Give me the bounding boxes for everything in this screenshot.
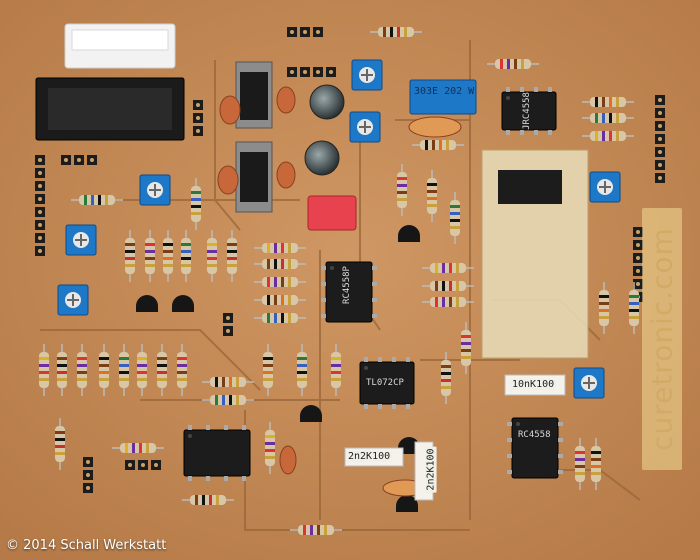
trimmer-label: 303E 202 W — [414, 86, 475, 97]
dip-chip — [507, 417, 563, 479]
trimmer-pot — [139, 174, 171, 206]
resistor — [125, 230, 135, 282]
resistor — [397, 164, 407, 216]
trimmer-pot — [589, 171, 621, 203]
black-box-header — [35, 77, 185, 141]
resistor — [145, 230, 155, 282]
dip-chip — [359, 357, 415, 409]
resistor — [112, 443, 164, 453]
pin-header — [287, 27, 323, 37]
resistor — [177, 344, 187, 396]
chip-label-4: RC4558 — [518, 430, 551, 440]
resistor — [487, 59, 539, 69]
pin-header — [193, 100, 203, 136]
to92-transistor — [136, 295, 158, 312]
to92-transistor — [398, 225, 420, 242]
chip-label-3: TL072CP — [366, 378, 404, 388]
daughter-board — [481, 149, 589, 359]
resistor — [202, 395, 254, 405]
resistor — [191, 178, 201, 230]
cap-label-2: 2n2K100 — [346, 451, 393, 462]
resistor — [582, 97, 634, 107]
ic-chips — [183, 87, 563, 481]
to92-transistor — [396, 495, 418, 512]
resistor — [575, 438, 585, 490]
resistor — [254, 277, 306, 287]
resistor — [254, 259, 306, 269]
voltage-regulators — [235, 61, 273, 213]
resistor — [370, 27, 422, 37]
board-logo-panel: curetronic.com — [642, 208, 682, 470]
resistor — [77, 344, 87, 396]
resistor — [227, 230, 237, 282]
board-logo-text: curetronic.com — [645, 227, 679, 451]
trimmer-pot — [573, 367, 605, 399]
chip-label-1: JRC4558 — [521, 92, 532, 130]
chip-label-2: RC4558P — [341, 266, 352, 304]
resistor — [591, 438, 601, 490]
resistor — [450, 192, 460, 244]
pin-header — [655, 95, 665, 183]
resistor — [163, 230, 173, 282]
trimmer-pot — [65, 224, 97, 256]
multiturn-trimmer — [409, 79, 477, 115]
resistor — [263, 344, 273, 396]
resistor — [265, 422, 275, 474]
dip-chip — [183, 425, 251, 481]
white-header-connector — [64, 23, 176, 69]
trimmer-potentiometers — [57, 59, 621, 399]
trimmer-pot — [351, 59, 383, 91]
resistor — [629, 282, 639, 334]
resistor — [599, 282, 609, 334]
pin-header — [287, 67, 336, 77]
resistor — [422, 281, 474, 291]
resistor — [119, 344, 129, 396]
resistor — [254, 243, 306, 253]
dip-chip — [321, 261, 377, 323]
to92-transistor — [300, 405, 322, 422]
trimmer-pot — [57, 284, 89, 316]
resistor — [71, 195, 123, 205]
resistor — [137, 344, 147, 396]
polyester-capacitor — [307, 195, 357, 231]
resistor — [39, 344, 49, 396]
resistor — [182, 495, 234, 505]
resistor — [181, 230, 191, 282]
resistor — [207, 230, 217, 282]
pin-header — [35, 155, 45, 256]
to92-transistor — [172, 295, 194, 312]
resistor — [55, 418, 65, 470]
resistor — [202, 377, 254, 387]
resistor — [461, 322, 471, 374]
resistor — [254, 295, 306, 305]
resistor — [290, 525, 342, 535]
dip-chip — [501, 87, 557, 135]
resistor — [157, 344, 167, 396]
resistor — [331, 344, 341, 396]
resistor — [441, 352, 451, 404]
resistor — [422, 297, 474, 307]
resistor — [254, 313, 306, 323]
pin-header — [223, 313, 233, 336]
resistor — [57, 344, 67, 396]
resistor — [582, 113, 634, 123]
pin-header — [125, 460, 161, 470]
resistor — [582, 131, 634, 141]
copyright-watermark: © 2014 Schall Werkstatt — [6, 538, 167, 553]
cap-label-1: 10nK100 — [510, 379, 557, 390]
pin-header — [61, 155, 97, 165]
electrolytic-capacitors — [304, 84, 345, 176]
resistor — [297, 344, 307, 396]
resistors — [39, 27, 639, 535]
pin-header — [83, 457, 93, 493]
trimmer-pot — [349, 111, 381, 143]
resistor — [427, 170, 437, 222]
pin-headers — [35, 27, 665, 493]
resistor — [422, 263, 474, 273]
resistor — [99, 344, 109, 396]
cap-label-3: 2n2K100 — [425, 446, 437, 493]
resistor — [412, 140, 464, 150]
